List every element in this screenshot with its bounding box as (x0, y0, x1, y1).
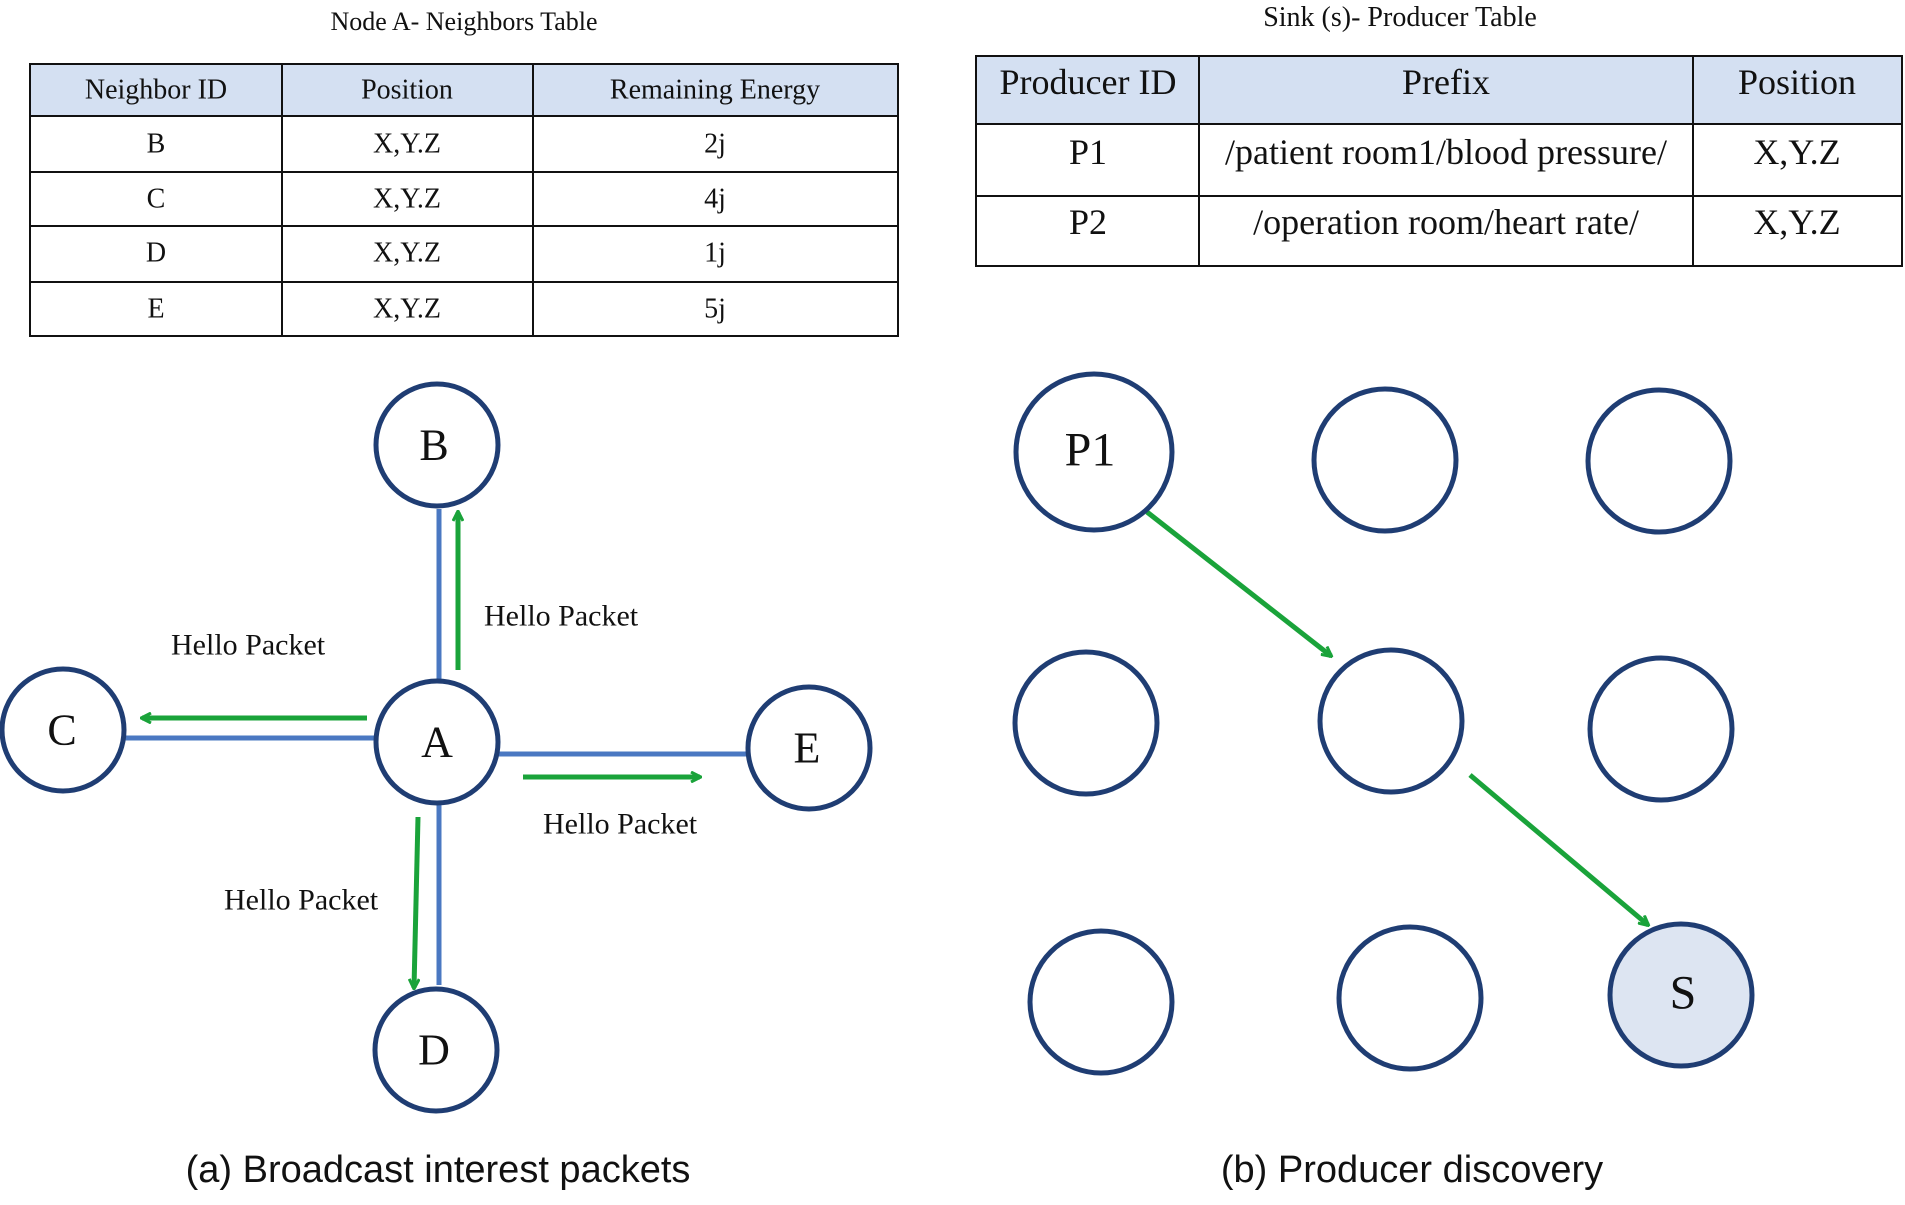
node-label: A (421, 718, 453, 767)
table-cell: D (146, 238, 166, 269)
node-e (745, 684, 873, 812)
packet-label: Hello Packet (224, 884, 379, 917)
column-header: Neighbor ID (85, 75, 227, 106)
table-cell: /patient room1/blood pressure/ (1225, 132, 1667, 172)
table-cell: P2 (1069, 202, 1107, 242)
table-cell: B (147, 129, 166, 160)
table-cell: X,Y.Z (373, 238, 441, 269)
table-cell: 4j (704, 184, 726, 215)
node-label: B (419, 421, 448, 470)
producer-node-p1 (1013, 371, 1175, 533)
table-cell: /operation room/heart rate/ (1253, 202, 1639, 242)
packet-label: Hello Packet (543, 808, 698, 841)
caption-a: (a) Broadcast interest packets (186, 1149, 691, 1191)
table-cell: 1j (704, 238, 726, 269)
node-d (372, 986, 500, 1114)
neighbors-table: Node A- Neighbors Table Neighbor ID Posi… (29, 7, 899, 337)
table-header-row (30, 64, 898, 116)
table-cell: X,Y.Z (373, 184, 441, 215)
arrow-center-to-sink (1468, 773, 1648, 925)
node-label: P1 (1065, 424, 1116, 477)
packet-label: Hello Packet (484, 600, 639, 633)
column-header: Position (361, 75, 453, 106)
node-label: E (794, 724, 821, 773)
table-cell: X,Y.Z (1753, 132, 1840, 172)
table-header-row (976, 56, 1902, 124)
packet-label: Hello Packet (171, 629, 326, 662)
diagram-producer-discovery: P1 S (b) Producer discovery (1012, 371, 1755, 1191)
column-header: Remaining Energy (610, 75, 820, 106)
node-c (0, 666, 127, 794)
node-a (373, 678, 501, 806)
column-header: Producer ID (1000, 62, 1177, 102)
network-node (1311, 386, 1459, 534)
node-label: S (1670, 967, 1697, 1020)
column-header: Position (1738, 62, 1856, 102)
table-cell: X,Y.Z (373, 129, 441, 160)
network-node (1585, 387, 1733, 535)
table-cell: 5j (704, 294, 726, 325)
network-node (1027, 928, 1175, 1076)
node-label: C (47, 706, 76, 755)
network-node (1012, 649, 1160, 797)
table-cell: P1 (1069, 132, 1107, 172)
network-node (1317, 647, 1465, 795)
column-header: Prefix (1402, 62, 1490, 102)
producer-table-title: Sink (s)- Producer Table (1263, 2, 1537, 33)
sink-node (1607, 921, 1755, 1069)
node-b (373, 381, 501, 509)
arrow-a-to-d (414, 816, 421, 988)
table-cell: 2j (704, 129, 726, 160)
diagram-broadcast: B C A E D Hello Packet Hello Packet Hell… (0, 381, 873, 1191)
table-cell: X,Y.Z (1753, 202, 1840, 242)
node-label: D (418, 1026, 450, 1075)
network-node (1587, 655, 1735, 803)
neighbors-table-title: Node A- Neighbors Table (330, 7, 597, 36)
network-node (1336, 924, 1484, 1072)
producer-table: Sink (s)- Producer Table Producer ID Pre… (975, 2, 1903, 267)
table-cell: E (147, 294, 164, 325)
caption-b: (b) Producer discovery (1221, 1149, 1603, 1191)
table-cell: X,Y.Z (373, 294, 441, 325)
arrow-p1-to-center (1145, 510, 1331, 656)
table-cell: C (147, 184, 166, 215)
